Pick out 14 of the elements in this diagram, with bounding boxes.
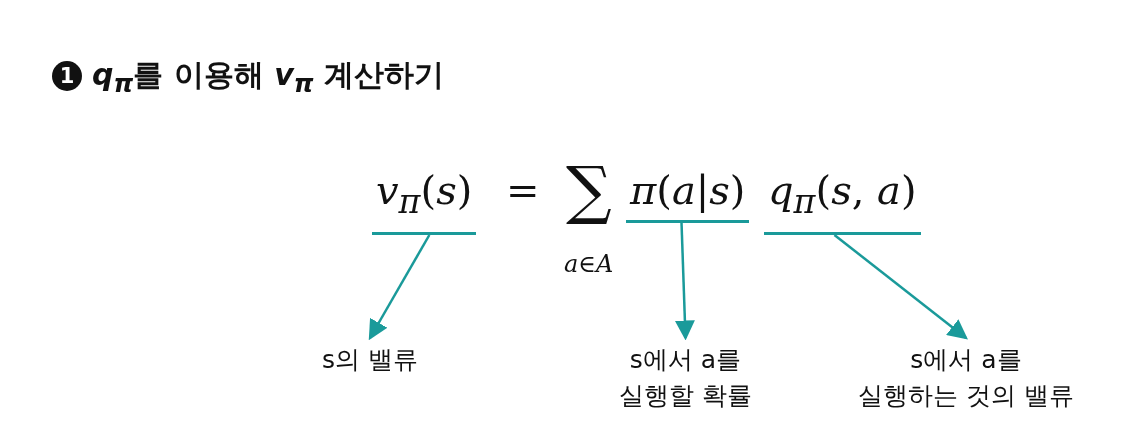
arrow	[833, 234, 968, 340]
formula-term: q$_{π}$(s, a)	[764, 168, 921, 235]
caption-text: s의 밸류	[290, 342, 450, 378]
arrow	[674, 222, 695, 341]
caption-text: s에서 a를 실행할 확률	[598, 342, 773, 414]
formula-term: v$_{π}$(s)	[372, 168, 477, 235]
heading: q$_{π}$를 이용해 v$_{π}$ 계산하기	[92, 56, 444, 100]
sum-index: a∈A	[563, 250, 615, 280]
number-badge: 1	[52, 61, 82, 91]
sum-sign: ∑	[566, 152, 612, 229]
equals-sign: =	[505, 168, 541, 215]
arrow	[368, 234, 431, 341]
formula-term: π(a|s)	[626, 168, 750, 223]
caption-text: s에서 a를 실행하는 것의 밸류	[850, 342, 1082, 414]
